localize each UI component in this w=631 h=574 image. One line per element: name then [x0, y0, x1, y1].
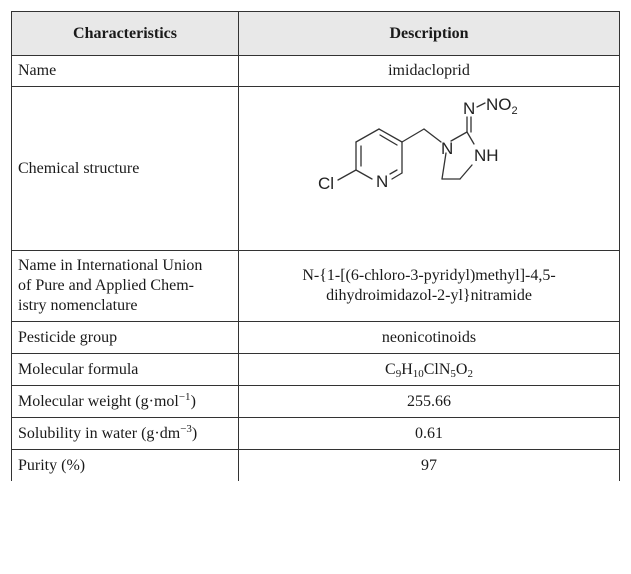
value-iupac-name: N-{1-[(6-chloro-3-pyridyl)methyl]-4,5- d…	[238, 250, 620, 322]
label-name: Name	[11, 55, 239, 87]
header-description: Description	[238, 11, 620, 56]
structure-bonds	[337, 101, 486, 181]
value-pesticide-group: neonicotinoids	[238, 321, 620, 354]
atom-n-pyridine: N	[376, 172, 388, 191]
atom-no2: NO2	[486, 95, 518, 117]
label-iupac-name: Name in International Union of Pure and …	[11, 250, 239, 322]
row-solubility: Solubility in water (g·dm−3) 0.61	[11, 417, 620, 450]
value-molecular-weight: 255.66	[238, 385, 620, 418]
label-molecular-weight: Molecular weight (g·mol−1)	[11, 385, 239, 418]
label-purity: Purity (%)	[11, 449, 239, 481]
row-molecular-formula: Molecular formula C9H10ClN5O2	[11, 353, 620, 386]
label-solubility: Solubility in water (g·dm−3)	[11, 417, 239, 450]
atom-n-imine: N	[463, 99, 475, 118]
properties-table: Characteristics Description Name imidacl…	[11, 11, 620, 481]
value-purity: 97	[238, 449, 620, 481]
row-pesticide-group: Pesticide group neonicotinoids	[11, 321, 620, 354]
value-chemical-structure: Cl N N NH N NO2	[238, 86, 620, 251]
atom-nh: NH	[474, 146, 499, 165]
value-name: imidacloprid	[238, 55, 620, 87]
row-chemical-structure: Chemical structure	[11, 86, 620, 251]
row-molecular-weight: Molecular weight (g·mol−1) 255.66	[11, 385, 620, 418]
header-characteristics: Characteristics	[11, 11, 239, 56]
atom-n-ring: N	[441, 139, 453, 158]
label-molecular-formula: Molecular formula	[11, 353, 239, 386]
label-chemical-structure: Chemical structure	[11, 86, 239, 251]
row-iupac-name: Name in International Union of Pure and …	[11, 250, 620, 322]
row-name: Name imidacloprid	[11, 55, 620, 87]
header-row: Characteristics Description	[11, 11, 620, 56]
row-purity: Purity (%) 97	[11, 449, 620, 481]
value-solubility: 0.61	[238, 417, 620, 450]
atom-cl: Cl	[318, 174, 334, 193]
label-pesticide-group: Pesticide group	[11, 321, 239, 354]
structure-diagram: Cl N N NH N NO2	[318, 95, 518, 193]
value-molecular-formula: C9H10ClN5O2	[238, 353, 620, 386]
